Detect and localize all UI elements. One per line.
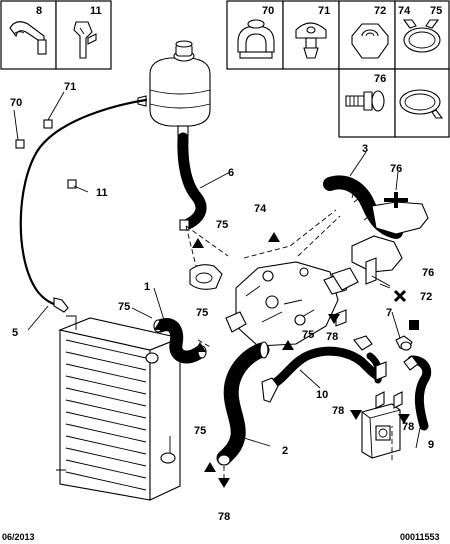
annotation-symbols bbox=[154, 192, 419, 488]
triangle-75-tank bbox=[192, 238, 204, 248]
legend-label-11: 11 bbox=[90, 5, 102, 17]
callout-74: 74 bbox=[254, 203, 267, 215]
cable-clip-70 bbox=[15, 139, 25, 149]
callout-10: 10 bbox=[316, 389, 328, 401]
legend-label-74: 74 bbox=[398, 5, 411, 17]
legend-box-8 bbox=[0, 0, 57, 70]
hose-clamp-74-75-icon bbox=[402, 19, 441, 53]
triangle-78-bottom bbox=[218, 478, 230, 488]
hose-9 bbox=[403, 355, 432, 431]
callout-9: 9 bbox=[428, 439, 434, 451]
cable-clip-11 bbox=[67, 179, 77, 189]
assembly-lines bbox=[185, 209, 393, 486]
callout-75-hose1b: 75 bbox=[196, 307, 208, 319]
footer-date: 06/2013 bbox=[2, 532, 35, 542]
callout-2: 2 bbox=[282, 445, 288, 457]
triangle-74 bbox=[268, 232, 280, 242]
callout-7: 7 bbox=[386, 307, 392, 319]
leader-lines bbox=[13, 91, 421, 449]
callout-3: 3 bbox=[362, 143, 368, 155]
legend-label-70: 70 bbox=[262, 5, 274, 17]
callouts: 70 71 11 5 6 3 76 75 74 76 1 75 75 75 78… bbox=[10, 81, 434, 523]
callout-72: 72 bbox=[420, 291, 432, 303]
legend-label-72: 72 bbox=[374, 5, 386, 17]
hose-2 bbox=[216, 341, 270, 466]
bleed-pipe-5 bbox=[15, 98, 148, 313]
plus-76-icon bbox=[384, 192, 408, 208]
legend-label-75: 75 bbox=[430, 5, 442, 17]
callout-78-upper: 78 bbox=[326, 331, 338, 343]
square-72-icon bbox=[409, 320, 419, 330]
triangle-78-right bbox=[398, 414, 410, 424]
callout-11: 11 bbox=[96, 187, 108, 199]
callout-6: 6 bbox=[228, 167, 234, 179]
radiator-core-fins bbox=[65, 339, 147, 491]
legend-label-76: 76 bbox=[374, 73, 386, 85]
callout-1: 1 bbox=[144, 281, 150, 293]
nut-72-icon bbox=[351, 23, 389, 59]
legend-label-8: 8 bbox=[36, 5, 42, 17]
triangle-78-upper bbox=[328, 314, 340, 324]
footer-reference: 00011553 bbox=[400, 532, 440, 542]
expansion-tank bbox=[137, 40, 211, 137]
clip-71-icon bbox=[295, 22, 327, 59]
radiator bbox=[56, 315, 182, 501]
clip-70-icon bbox=[237, 19, 275, 59]
cross-76-icon bbox=[393, 289, 407, 303]
callout-75-tank: 75 bbox=[216, 219, 228, 231]
callout-75-housing: 75 bbox=[302, 329, 314, 341]
callout-78-right: 78 bbox=[402, 421, 414, 433]
legend-label-71: 71 bbox=[318, 5, 330, 17]
hose-3 bbox=[323, 175, 429, 291]
heat-exchanger bbox=[361, 391, 403, 459]
triangle-75-bottom bbox=[204, 462, 216, 472]
callout-75-bottom: 75 bbox=[194, 425, 206, 437]
legend-box-70 bbox=[226, 0, 284, 70]
callout-76-right: 76 bbox=[422, 267, 434, 279]
clip-8-icon bbox=[9, 21, 47, 55]
legend-group-left: 8 11 bbox=[0, 0, 112, 70]
screw-76-icon bbox=[345, 90, 385, 112]
callout-75-hose1: 75 bbox=[118, 301, 130, 313]
callout-78-left: 78 bbox=[332, 405, 344, 417]
triangle-75-housing bbox=[282, 340, 294, 350]
triangle-75-hose1 bbox=[154, 320, 166, 330]
callout-76-top: 76 bbox=[390, 163, 402, 175]
callout-71: 71 bbox=[64, 81, 76, 93]
callout-78-bottom: 78 bbox=[218, 511, 230, 523]
hose-6 bbox=[177, 132, 207, 231]
hose-7 bbox=[395, 335, 413, 351]
callout-5: 5 bbox=[12, 327, 18, 339]
legend-group-right: 70 71 72 74 75 76 bbox=[226, 0, 450, 138]
triangle-75-hose1b bbox=[194, 342, 206, 352]
triangle-78-left bbox=[350, 410, 362, 420]
connector-78-mid bbox=[375, 361, 387, 381]
clip-11-icon bbox=[73, 21, 97, 59]
band-clamp-icon bbox=[399, 89, 444, 119]
cable-clip-71 bbox=[43, 119, 53, 129]
callout-70: 70 bbox=[10, 97, 22, 109]
